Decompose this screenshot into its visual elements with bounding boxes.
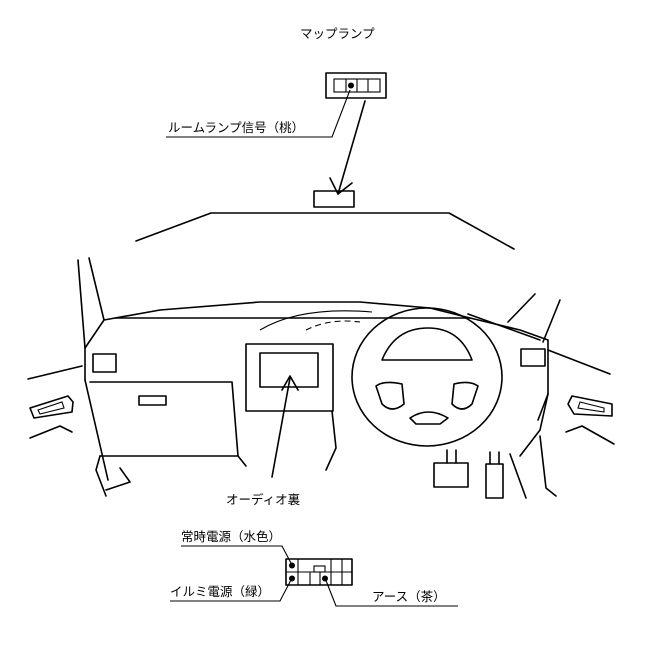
constant-power-pin <box>289 562 295 569</box>
left-a-pillar <box>27 257 105 380</box>
illumination-power-label: イルミ電源（緑） <box>170 584 270 599</box>
illumination-leader <box>170 577 293 602</box>
map-lamp-arrow <box>329 100 366 195</box>
right-door-handle <box>565 395 615 445</box>
audio-back-label: オーディオ裏 <box>226 492 301 507</box>
right-air-vent <box>520 348 546 367</box>
lower-left-trim <box>95 455 107 497</box>
ground-label: アース（茶） <box>372 589 446 604</box>
room-lamp-leader <box>166 89 351 138</box>
constant-power-label: 常時電源（水色） <box>181 529 281 544</box>
constant-power-leader <box>181 545 293 566</box>
kick-panel <box>105 467 131 491</box>
room-lamp-signal-label: ルームランプ信号（桃） <box>168 120 304 135</box>
steering-wheel <box>351 307 503 447</box>
room-lamp-pin <box>348 82 354 89</box>
under-dash-connector-right <box>485 451 504 499</box>
ground-leader <box>324 577 458 607</box>
console-lower <box>325 410 337 471</box>
audio-arrow <box>271 375 299 478</box>
map-lamp-label: マップランプ <box>300 26 375 41</box>
right-lower-trim <box>539 435 557 497</box>
right-a-pillar <box>467 293 611 375</box>
map-lamp-connector <box>325 72 387 99</box>
under-dash-connector-left <box>433 449 469 488</box>
windshield-frame <box>135 212 515 250</box>
audio-connector <box>285 558 353 586</box>
ceiling-lamp-unit <box>313 190 355 208</box>
left-door-handle <box>29 395 74 439</box>
dashboard-outline <box>84 301 549 481</box>
glove-box <box>89 381 247 467</box>
right-lower-trim-2 <box>509 453 527 499</box>
left-air-vent <box>92 353 117 373</box>
